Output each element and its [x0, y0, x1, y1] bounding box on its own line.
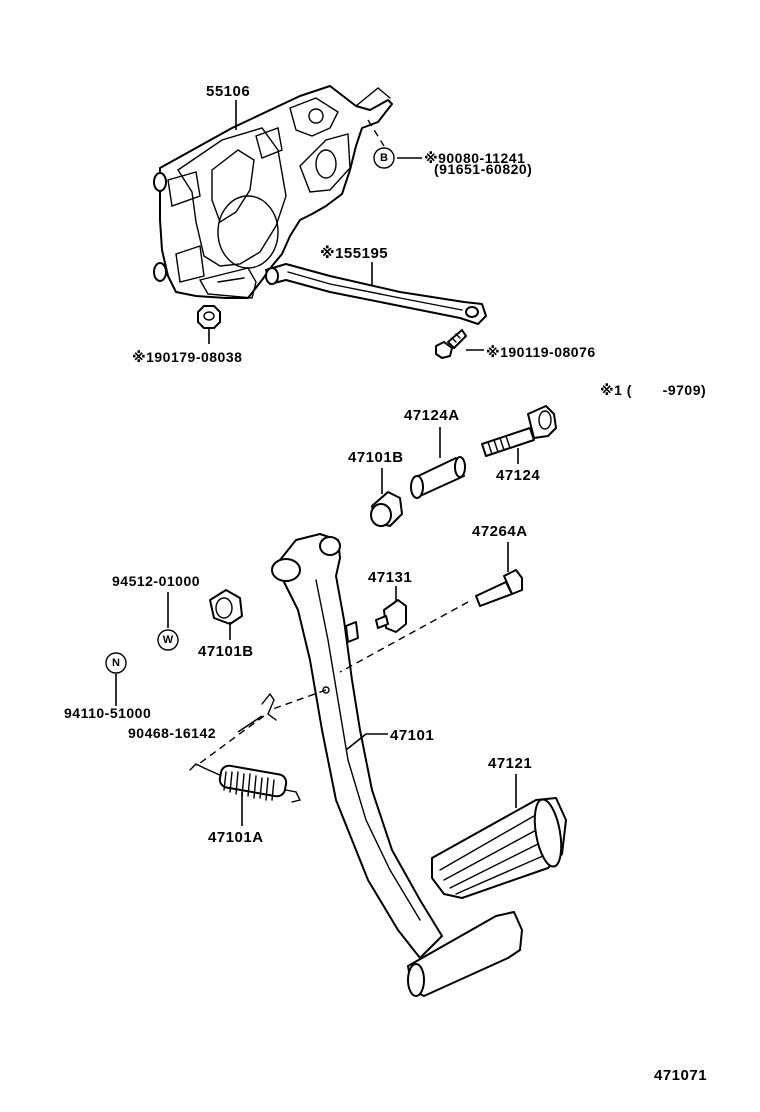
label-190119-08076: ※190119-08076 [486, 344, 596, 360]
label-47101: 47101 [390, 727, 434, 744]
stopper-47131 [375, 599, 407, 633]
svg-text:B: B [380, 152, 388, 164]
bushing-47101B-left [209, 589, 243, 625]
label-47124A: 47124A [404, 407, 460, 424]
nut-190179 [197, 305, 221, 344]
label-47121: 47121 [488, 755, 532, 772]
bushing-47101B-top [370, 491, 403, 527]
leader-lines [115, 100, 519, 826]
svg-text:W: W [163, 634, 174, 646]
bolt-47264A [475, 569, 523, 607]
label-94512-01000: 94512-01000 [112, 573, 200, 589]
brace-155195 [265, 263, 487, 325]
label-91651-60820: (91651-60820) [434, 161, 532, 177]
label-94110-51000: 94110-51000 [64, 705, 151, 721]
circle-mark-w: W [157, 629, 179, 651]
circle-mark-n: N [105, 652, 127, 674]
pedal-pad-47121 [431, 797, 567, 899]
diagram-id: 471071 [654, 1067, 707, 1084]
label-47124: 47124 [496, 467, 540, 484]
note-1: ※1 ( -9709) [600, 382, 706, 398]
return-spring-47101A [189, 763, 302, 803]
pedal-pad-lower [407, 911, 523, 997]
label-47264A: 47264A [472, 523, 528, 540]
label-55106: 55106 [206, 83, 250, 100]
collar-47124A [410, 456, 466, 499]
label-47101B-top: 47101B [348, 449, 404, 466]
pedal-bracket-55106 [153, 85, 393, 299]
label-90468-16142: 90468-16142 [128, 725, 216, 741]
circle-mark-b: B [373, 147, 395, 169]
label-155195: ※155195 [320, 244, 388, 262]
bolt-190119 [435, 329, 467, 359]
label-47131: 47131 [368, 569, 412, 586]
label-47101A: 47101A [208, 829, 264, 846]
pin-47124 [481, 405, 557, 457]
svg-text:N: N [112, 657, 120, 669]
label-190179-08038: ※190179-08038 [132, 349, 242, 365]
pedal-arm-47101 [271, 533, 443, 959]
label-47101B-left: 47101B [198, 643, 254, 660]
label-90080-11241: ※90080-11241 [424, 150, 525, 166]
clip-90468 [261, 692, 277, 721]
